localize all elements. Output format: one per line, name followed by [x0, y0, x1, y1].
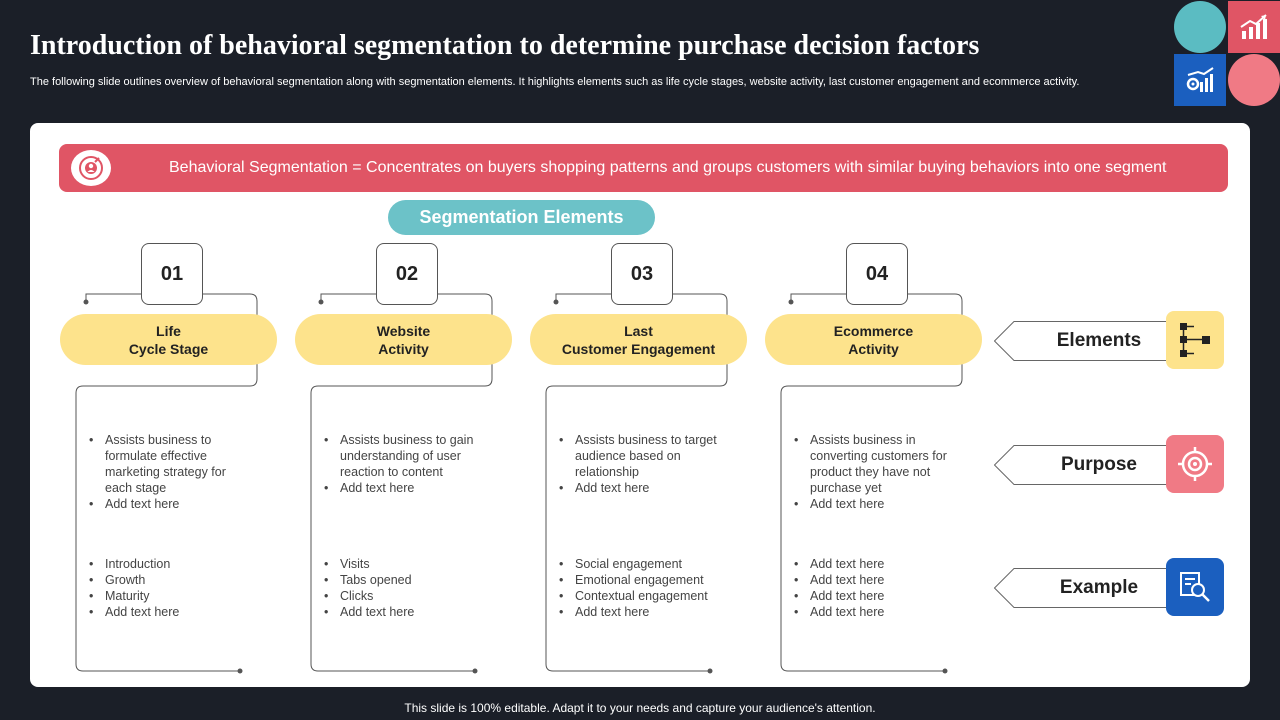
search-document-icon [1166, 558, 1224, 616]
element-number-01: 01 [141, 243, 203, 305]
list-item: Add text here [792, 604, 952, 620]
purpose-list-2: Assists business to gain understanding o… [322, 432, 482, 496]
list-item: Add text here [557, 480, 717, 496]
element-number-04: 04 [846, 243, 908, 305]
list-item: Assists business to gain understanding o… [322, 432, 482, 480]
list-item: Contextual engagement [557, 588, 727, 604]
page-subtitle: The following slide outlines overview of… [30, 76, 1080, 88]
list-item: Assists business to formulate effective … [87, 432, 247, 496]
list-item: Add text here [792, 588, 952, 604]
page-title: Introduction of behavioral segmentation … [30, 30, 980, 61]
element-name-line2: Customer Engagement [561, 340, 716, 357]
element-name-line1: Life [156, 322, 181, 339]
element-number-03: 03 [611, 243, 673, 305]
segmentation-elements-title: Segmentation Elements [388, 200, 655, 235]
list-item: Add text here [322, 604, 482, 620]
list-item: Emotional engagement [557, 572, 727, 588]
element-name-line1: Website [376, 322, 431, 339]
decor-growth-tile [1228, 1, 1280, 53]
example-list-1: Introduction Growth Maturity Add text he… [87, 556, 247, 620]
list-item: Clicks [322, 588, 482, 604]
list-item: Add text here [557, 604, 727, 620]
side-label-text: Example [1059, 577, 1139, 598]
element-number-02: 02 [376, 243, 438, 305]
purpose-list-3: Assists business to target audience base… [557, 432, 717, 496]
example-list-3: Social engagement Emotional engagement C… [557, 556, 727, 620]
growth-chart-icon [1240, 14, 1267, 39]
footer-note: This slide is 100% editable. Adapt it to… [404, 701, 876, 715]
element-name-line1: Ecommerce [833, 322, 914, 339]
gear-chart-icon [1186, 67, 1214, 92]
decor-pink-circle [1228, 54, 1280, 106]
decor-teal-circle [1174, 1, 1226, 53]
list-item: Add text here [87, 604, 247, 620]
example-list-4: Add text here Add text here Add text her… [792, 556, 952, 620]
list-item: Tabs opened [322, 572, 482, 588]
side-label-example: Example [994, 568, 1184, 608]
list-item: Add text here [322, 480, 482, 496]
purpose-list-4: Assists business in converting customers… [792, 432, 962, 512]
list-item: Add text here [87, 496, 247, 512]
element-name-line2: Activity [848, 340, 899, 357]
side-label-elements: Elements [994, 321, 1184, 361]
list-item: Growth [87, 572, 247, 588]
list-item: Introduction [87, 556, 247, 572]
element-name-line1: Last [624, 322, 653, 339]
hierarchy-icon [1166, 311, 1224, 369]
list-item: Add text here [792, 496, 962, 512]
side-label-text: Elements [1056, 330, 1142, 351]
list-item: Social engagement [557, 556, 727, 572]
definition-banner: Behavioral Segmentation = Concentrates o… [59, 144, 1228, 192]
example-list-2: Visits Tabs opened Clicks Add text here [322, 556, 482, 620]
list-item: Visits [322, 556, 482, 572]
banner-text: Behavioral Segmentation = Concentrates o… [169, 159, 1167, 176]
side-label-text: Purpose [1060, 454, 1138, 475]
list-item: Add text here [792, 572, 952, 588]
list-item: Add text here [792, 556, 952, 572]
target-user-icon [71, 150, 111, 186]
element-name-line2: Cycle Stage [128, 340, 209, 357]
target-icon [1166, 435, 1224, 493]
decor-gear-tile [1174, 54, 1226, 106]
purpose-list-1: Assists business to formulate effective … [87, 432, 247, 512]
element-name-line2: Activity [378, 340, 429, 357]
list-item: Assists business in converting customers… [792, 432, 962, 496]
side-label-purpose: Purpose [994, 445, 1184, 485]
list-item: Maturity [87, 588, 247, 604]
list-item: Assists business to target audience base… [557, 432, 717, 480]
